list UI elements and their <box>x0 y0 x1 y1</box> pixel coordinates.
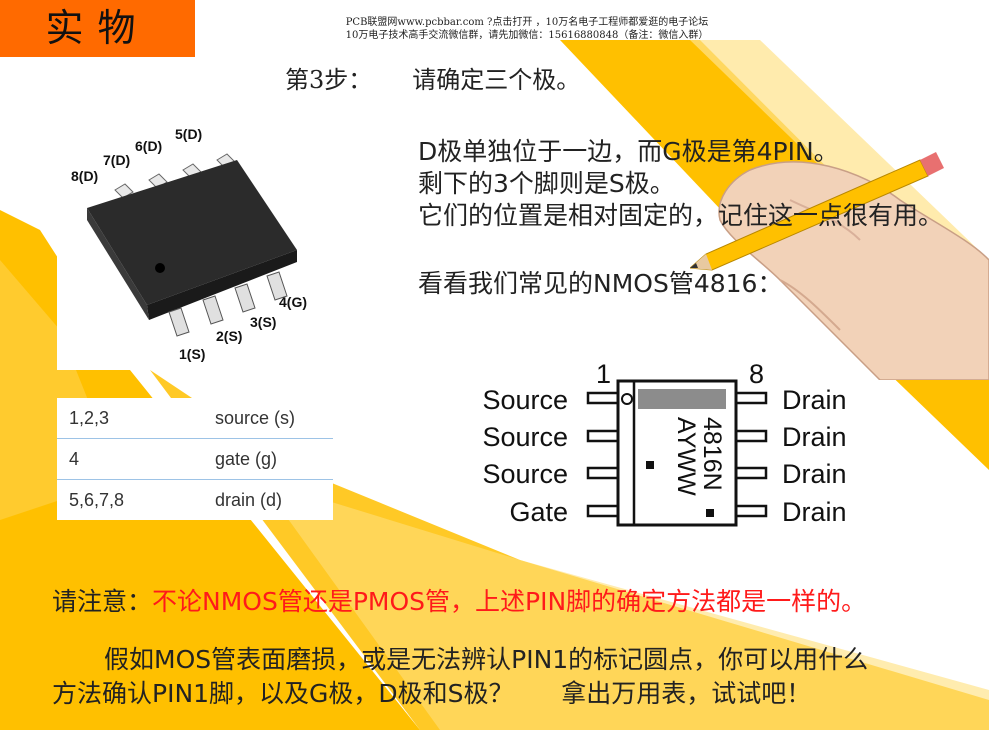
table-row: 1,2,3 source (s) <box>57 398 333 439</box>
table-row: 5,6,7,8 drain (d) <box>57 480 333 520</box>
pin4-label: 4(G) <box>279 294 307 310</box>
site-banner-line1: PCB联盟网www.pcbbar.com ?点击打开 ，10万名电子工程师都爱逛… <box>345 17 709 28</box>
nmos-4816-pinout-diagram: 1 8 Source Source Source Gate Drain Drai… <box>482 359 847 527</box>
pin1-number: 1 <box>596 359 611 389</box>
pin5-label: 5(D) <box>175 126 203 142</box>
question-line: 方法确认PIN1脚，以及G极，D极和S极？ 拿出万用表，试试吧！ <box>52 679 812 708</box>
right-pin-label: Drain <box>782 497 847 527</box>
pin7-label: 7(D) <box>103 152 131 168</box>
pin8-label: 8(D) <box>71 168 99 184</box>
soic8-chip-illustration <box>87 153 297 337</box>
left-pin-label: Gate <box>509 497 568 527</box>
step-text: 请确定三个极。 <box>412 66 581 94</box>
left-pin-label: Source <box>482 385 568 415</box>
chip-photo: 8(D) 7(D) 6(D) 5(D) 1(S) 2(S) 3(S) 4(G) <box>57 120 353 370</box>
description-line: 看看我们常见的NMOS管4816： <box>418 269 783 298</box>
right-pin-label: Drain <box>782 459 847 489</box>
note-highlight: 不论NMOS管还是PMOS管，上述PIN脚的确定方法都是一样的。 <box>152 587 867 616</box>
pin-numbers-cell: 4 <box>69 448 80 469</box>
pin-numbers-cell: 1,2,3 <box>69 407 110 428</box>
chip-marking-line1: 4816N <box>698 417 726 491</box>
page-title: 实物 <box>0 0 195 57</box>
pin-function-cell: gate (g) <box>215 448 278 469</box>
left-pin-label: Source <box>482 422 568 452</box>
note-text: 请注意：不论NMOS管还是PMOS管，上述PIN脚的确定方法都是一样的。 <box>52 582 866 618</box>
right-pin-label: Drain <box>782 422 847 452</box>
site-banner: PCB联盟网www.pcbbar.com ?点击打开 ，10万名电子工程师都爱逛… <box>292 16 762 42</box>
pin6-label: 6(D) <box>135 138 163 154</box>
pin2-label: 2(S) <box>216 328 243 344</box>
table-row: 4 gate (g) <box>57 439 333 480</box>
pin-numbers-cell: 5,6,7,8 <box>69 489 125 510</box>
right-pin-label: Drain <box>782 385 847 415</box>
step-heading: 第3步： 请确定三个极。 <box>285 60 620 95</box>
question-text: 假如MOS管表面磨损，或是无法辨认PIN1的标记圆点，你可以用什么 方法确认PI… <box>52 643 982 711</box>
left-pin-label: Source <box>482 459 568 489</box>
pin1-label: 1(S) <box>179 346 206 362</box>
pin-function-table: 1,2,3 source (s) 4 gate (g) 5,6,7,8 drai… <box>57 398 333 520</box>
description-line: D极单独位于一边，而G极是第4PIN。 <box>418 137 839 166</box>
description-line: 剩下的3个脚则是S极。 <box>418 169 675 198</box>
note-prefix: 请注意： <box>52 587 153 616</box>
description-text: D极单独位于一边，而G极是第4PIN。 剩下的3个脚则是S极。 它们的位置是相对… <box>418 136 978 300</box>
description-line: 它们的位置是相对固定的，记住这一点很有用。 <box>418 201 944 230</box>
chip-marking-line2: AYWW <box>672 417 700 496</box>
pin-function-cell: source (s) <box>215 407 296 428</box>
pin3-label: 3(S) <box>250 314 277 330</box>
pin-function-cell: drain (d) <box>215 489 283 510</box>
hand-with-pencil-image <box>690 152 989 380</box>
question-line: 假如MOS管表面磨损，或是无法辨认PIN1的标记圆点，你可以用什么 <box>104 645 869 674</box>
step-label: 第3步： <box>285 66 373 94</box>
site-banner-line2: 10万电子技术高手交流微信群，请先加微信：15616880848（备注：微信入群… <box>345 30 709 41</box>
pin8-number: 8 <box>749 359 764 389</box>
